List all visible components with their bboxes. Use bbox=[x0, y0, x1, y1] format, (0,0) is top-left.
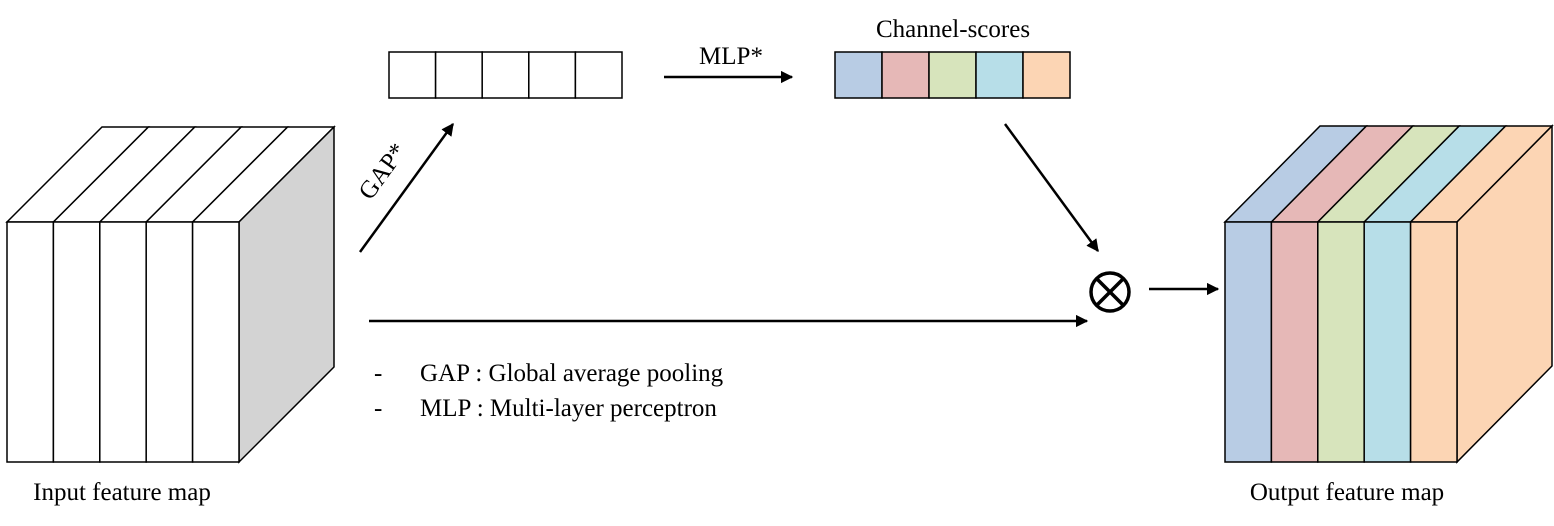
input-map-channel-slice bbox=[99, 221, 147, 463]
input-map-channel-slice bbox=[191, 221, 240, 463]
input-feature-map-label: Input feature map bbox=[33, 479, 211, 506]
scores-to-multiply-arrow bbox=[1003, 123, 1100, 253]
input-map-channel-slice bbox=[6, 221, 55, 463]
output-map-channel-slice bbox=[1363, 221, 1412, 463]
output-feature-map bbox=[1223, 124, 1554, 464]
pooled-vector-cell bbox=[528, 51, 577, 99]
pooled-vector-cell bbox=[434, 51, 483, 99]
output-map-channel-slice bbox=[1409, 221, 1458, 463]
gap-arrow-label: GAP* bbox=[354, 138, 413, 204]
output-map-channel-slice bbox=[1270, 221, 1319, 463]
gap-arrow bbox=[358, 122, 455, 253]
channel-score-cell bbox=[834, 51, 883, 99]
channel-score-cell bbox=[928, 51, 977, 99]
mlp-arrow-label: MLP* bbox=[699, 43, 763, 70]
legend-item-gap: GAP : Global average pooling bbox=[420, 360, 724, 387]
legend-bullet: - bbox=[374, 360, 382, 387]
channel-score-cell bbox=[881, 51, 930, 99]
input-map-channel-slice bbox=[145, 221, 194, 463]
legend-item-mlp: MLP : Multi-layer perceptron bbox=[420, 395, 717, 422]
output-map-channel-slice bbox=[1317, 221, 1365, 463]
pooled-vector-cell bbox=[574, 51, 623, 99]
input-map-channel-slice bbox=[52, 221, 101, 463]
pooled-vector-cell bbox=[388, 51, 437, 99]
multiply-operator-icon bbox=[1089, 271, 1131, 313]
channel-score-cell bbox=[1022, 51, 1071, 99]
legend-bullet: - bbox=[374, 395, 382, 422]
input-feature-map bbox=[5, 125, 336, 464]
channel-score-cell bbox=[975, 51, 1024, 99]
pooled-vector bbox=[388, 51, 623, 99]
abbreviation-legend: - GAP : Global average pooling - MLP : M… bbox=[374, 360, 724, 422]
output-feature-map-label: Output feature map bbox=[1250, 479, 1444, 506]
output-map-channel-slice bbox=[1224, 221, 1273, 463]
pooled-vector-cell bbox=[481, 51, 530, 99]
channel-score-vector bbox=[834, 51, 1071, 99]
channel-scores-label: Channel-scores bbox=[876, 16, 1030, 43]
